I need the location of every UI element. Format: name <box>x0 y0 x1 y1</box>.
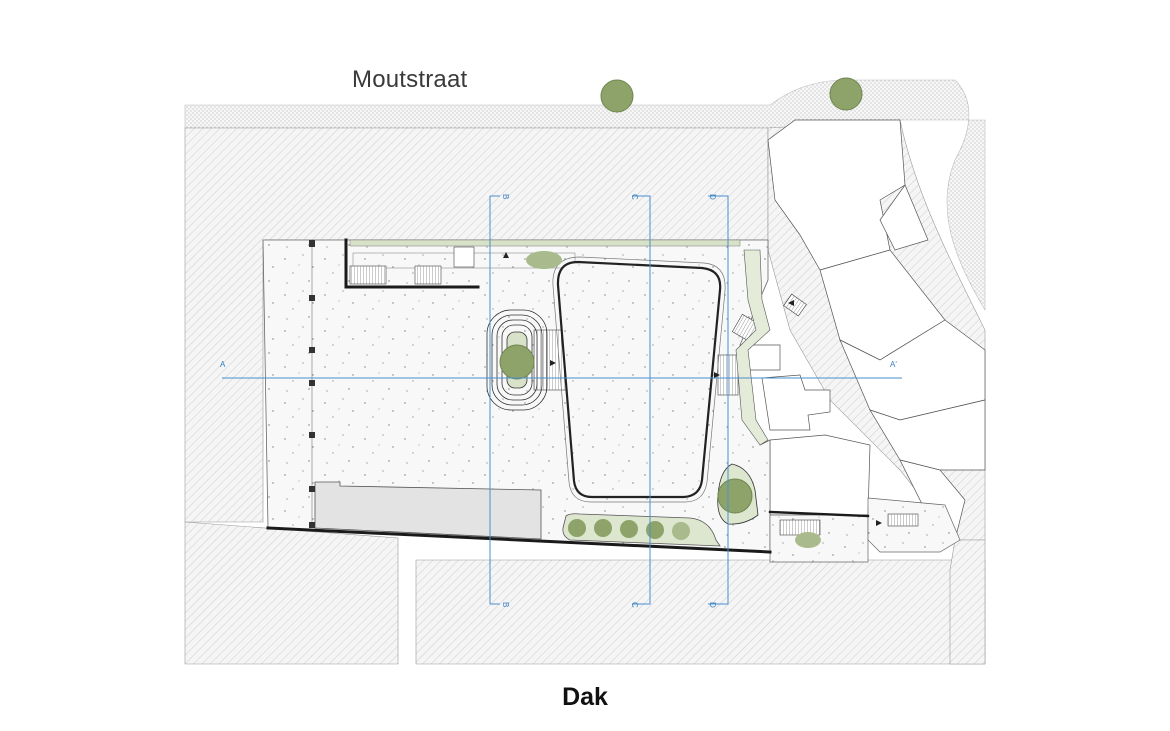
shrub-north <box>526 251 562 269</box>
section-marker-c-top: C <box>630 194 639 200</box>
moutstraat-street <box>184 79 986 312</box>
section-marker-b-bottom: B <box>501 602 510 607</box>
section-marker-d-top: D <box>708 194 717 200</box>
southeast-building-block <box>949 539 986 665</box>
trees <box>499 77 863 548</box>
section-marker-a-left: A <box>220 360 226 369</box>
column-markers <box>309 240 315 528</box>
section-marker-b-top: B <box>501 194 510 199</box>
south-building-block <box>415 559 986 665</box>
section-lines <box>222 195 902 605</box>
section-marker-a-right: A' <box>890 360 897 369</box>
tree-street-west <box>600 79 634 113</box>
southwest-building-block <box>184 521 399 665</box>
east-edge-planter <box>735 249 771 446</box>
tree-island <box>499 344 535 380</box>
section-marker-c-bottom: C <box>630 602 639 608</box>
shrub-east-terrace <box>795 532 821 548</box>
drawing-caption: Dak <box>562 683 608 711</box>
stair-direction-arrows <box>503 252 882 526</box>
structural-walls <box>266 238 870 554</box>
street-label: Moutstraat <box>352 66 468 93</box>
tree-triangle-planter <box>717 478 753 514</box>
central-raised-platform <box>556 260 722 499</box>
north-planter-strip <box>349 239 741 247</box>
tree-street-east <box>829 77 863 111</box>
section-marker-d-bottom: D <box>708 602 717 608</box>
east-building-outlines <box>739 119 986 541</box>
